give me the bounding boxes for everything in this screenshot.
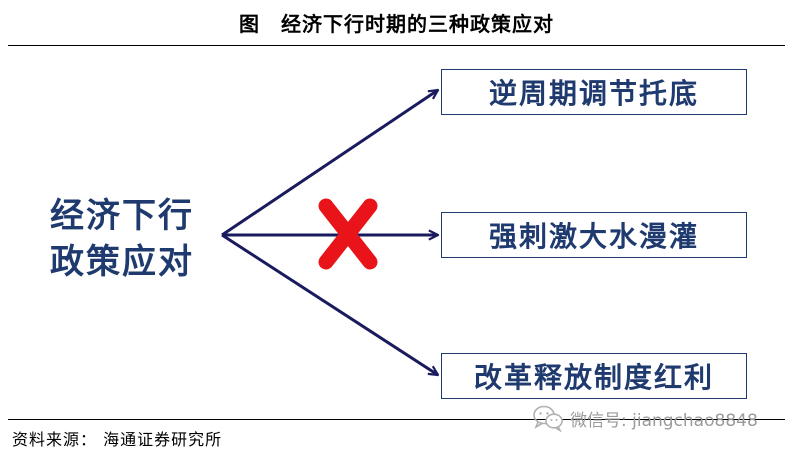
figure-title: 经济下行时期的三种政策应对 <box>281 11 554 36</box>
arrow-to-top-policy <box>221 90 438 237</box>
policy-box-strong-stimulus: 强刺激大水漫灌 <box>441 212 747 258</box>
arrow-to-bottom-policy <box>221 233 438 375</box>
source-note: 资料来源： 海通证券研究所 <box>12 430 223 449</box>
watermark-text: 微信号: jiangchao8848 <box>570 410 758 431</box>
x-mark-icon <box>318 198 378 270</box>
figure-label: 图 <box>239 11 259 36</box>
figure-header: 图 经济下行时期的三种政策应对 <box>0 0 793 44</box>
footer-divider <box>8 419 785 420</box>
wechat-icon <box>533 405 563 432</box>
policy-box-reform-dividend: 改革释放制度红利 <box>441 353 747 399</box>
source-node: 经济下行 政策应对 <box>50 193 220 285</box>
source-node-line2: 政策应对 <box>50 242 194 282</box>
header-divider <box>8 45 785 46</box>
watermark: 微信号: jiangchao8848 <box>532 404 758 432</box>
source-node-line1: 经济下行 <box>50 196 194 236</box>
policy-box-countercyclical: 逆周期调节托底 <box>441 69 747 115</box>
